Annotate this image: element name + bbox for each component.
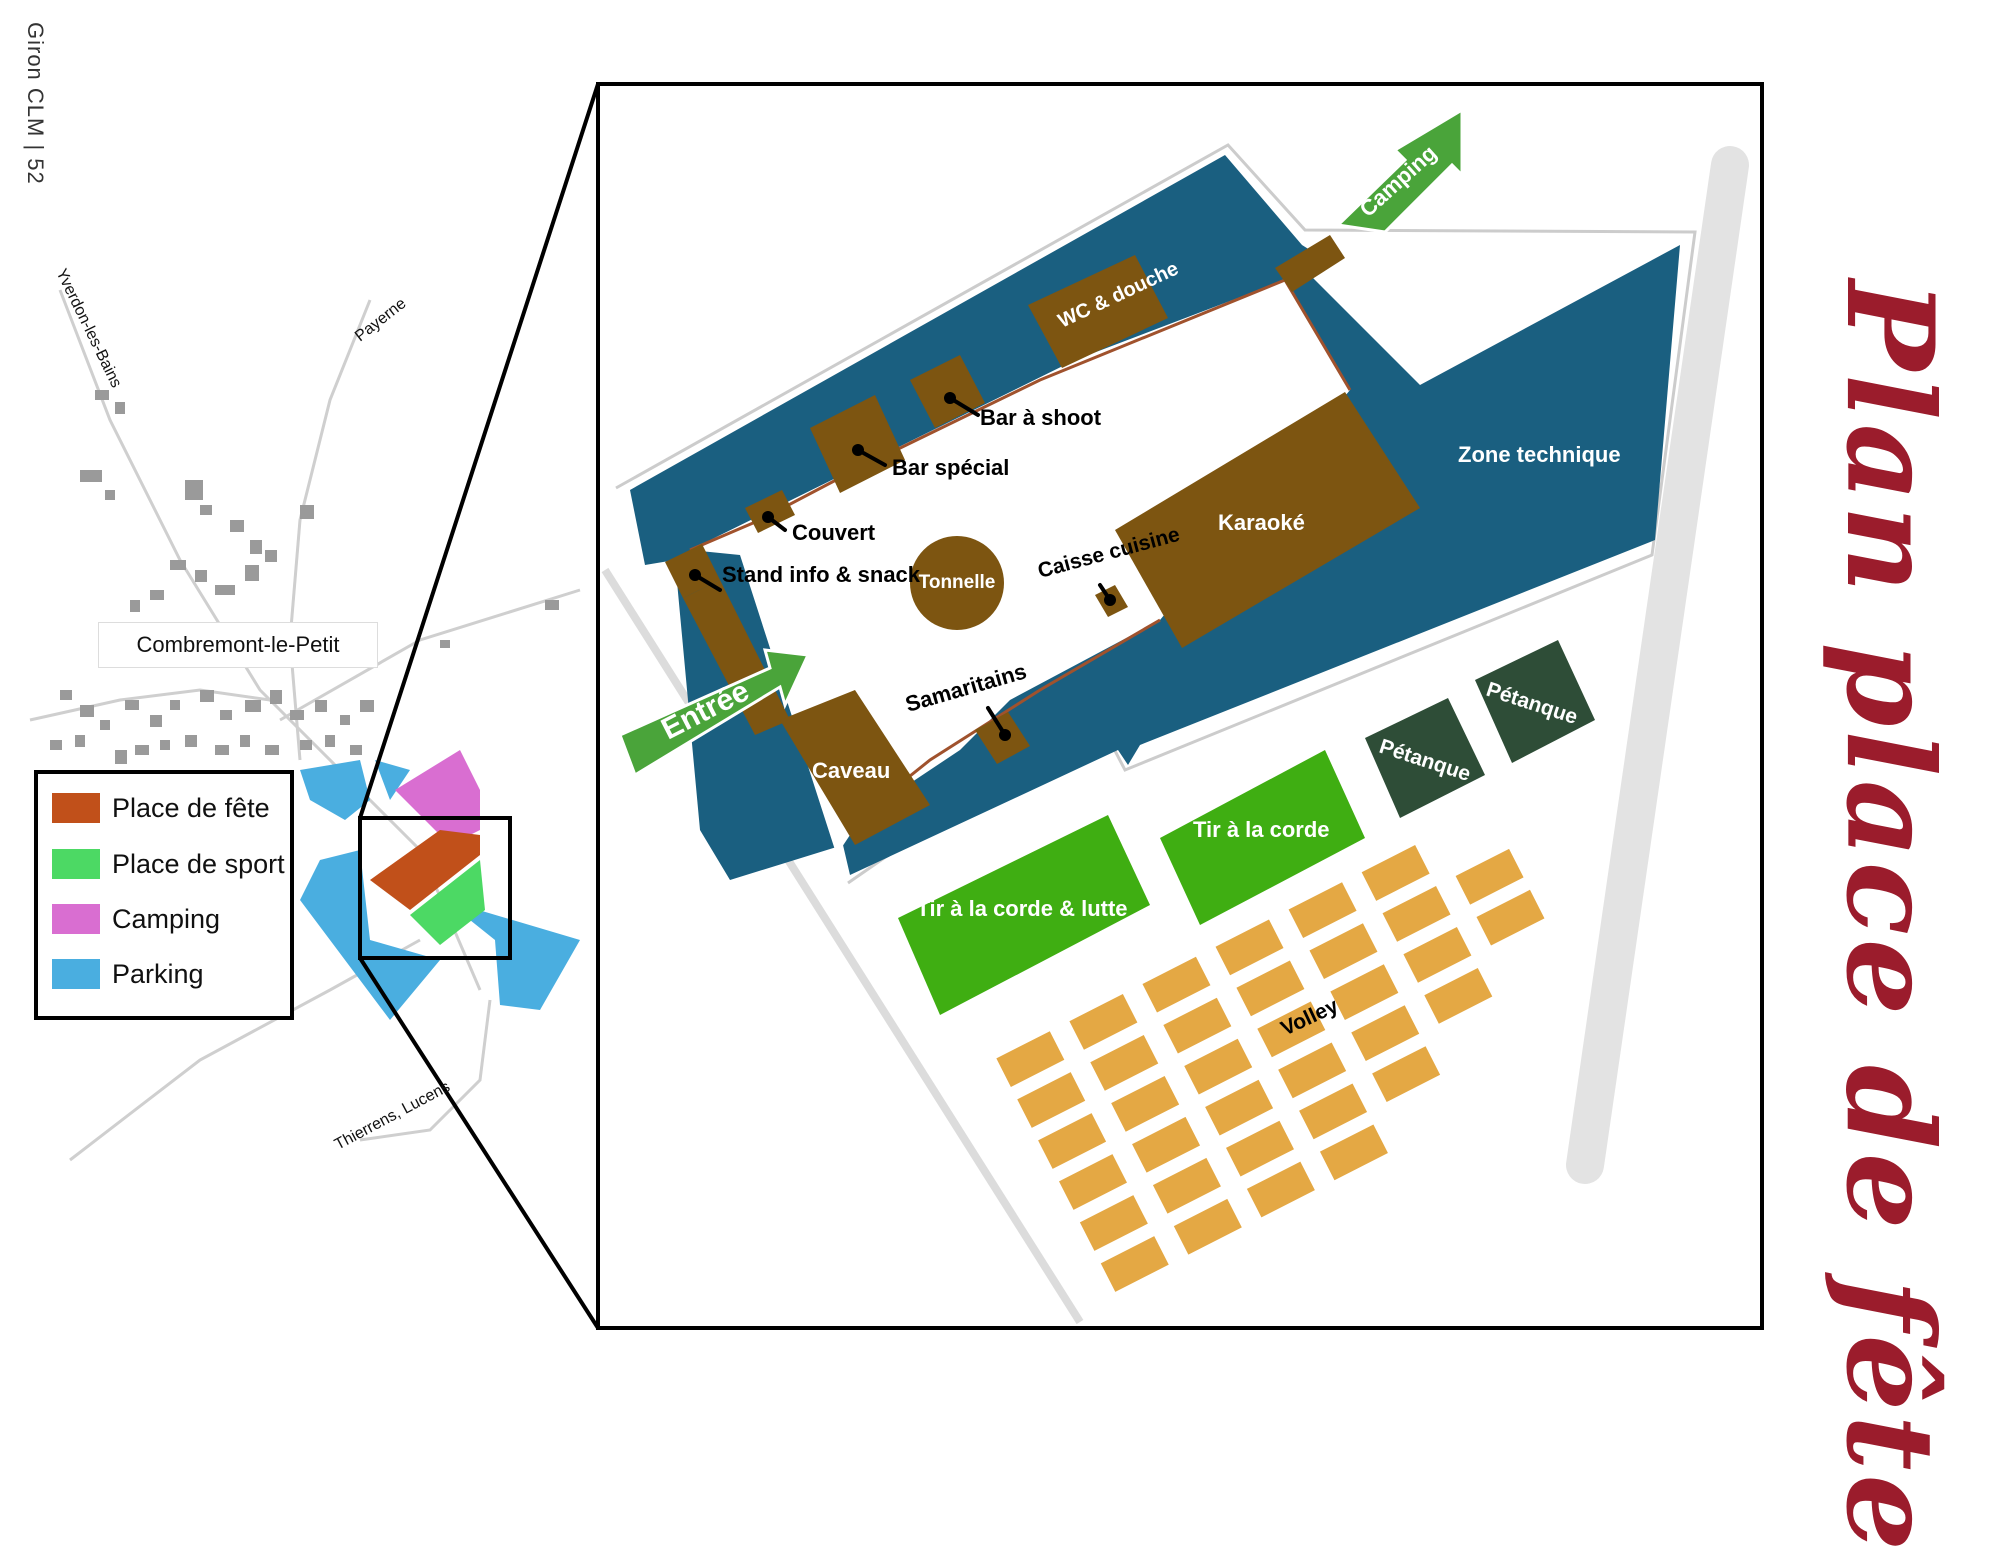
overview-map: Yverdon-les-Bains Payerne Thierrens, Luc… xyxy=(29,83,600,1330)
label-bar-special: Bar spécial xyxy=(892,455,1009,480)
label-stand-info: Stand info & snack xyxy=(722,562,921,587)
tonnelle xyxy=(910,536,1004,630)
service-road xyxy=(1566,146,1749,1184)
fete-zone xyxy=(370,830,480,910)
parking-zone xyxy=(300,850,440,1020)
label-zone-technique: Zone technique xyxy=(1458,442,1621,467)
legend-label: Place de sport xyxy=(112,848,285,879)
entree-arrow-icon xyxy=(618,648,811,778)
zoom-line xyxy=(358,83,600,819)
legend-label: Camping xyxy=(112,903,221,934)
camping-zone xyxy=(395,750,480,845)
label-bar-shoot: Bar à shoot xyxy=(980,405,1102,430)
legend-item-place-de-fete: Place de fête xyxy=(52,788,270,828)
festival-outline xyxy=(689,278,1352,552)
overview-zones xyxy=(300,750,580,1020)
label-tir-corde-lutte: Tir à la corde & lutte xyxy=(916,896,1127,921)
legend-item-place-de-sport: Place de sport xyxy=(52,844,285,884)
legend-swatch xyxy=(52,793,100,823)
petanque-field-2 xyxy=(1475,640,1595,763)
site-plan: Camping Entrée WC & douche Bar à shoot B… xyxy=(596,82,1764,1330)
label-couvert: Couvert xyxy=(792,520,876,545)
zoom-line xyxy=(358,956,600,1330)
legend-label: Parking xyxy=(112,958,204,989)
zoom-frame xyxy=(358,816,512,960)
wc-block xyxy=(1028,255,1168,368)
label-karaoke: Karaoké xyxy=(1218,510,1305,535)
legend-item-camping: Camping xyxy=(52,899,220,939)
legend-swatch xyxy=(52,959,100,989)
bar-special-block xyxy=(810,395,905,493)
camping-arrow-icon xyxy=(1334,107,1464,234)
town-label: Combremont-le-Petit xyxy=(98,622,378,668)
legend-label: Place de fête xyxy=(112,792,270,823)
overview-buildings xyxy=(50,390,559,764)
tir-corde-field xyxy=(1160,750,1365,925)
label-caveau: Caveau xyxy=(812,758,890,783)
volley-courts xyxy=(993,842,1548,1295)
karaoke-block xyxy=(1115,392,1420,648)
parking-zone xyxy=(375,760,410,800)
caveau-block xyxy=(780,690,930,845)
legend: Place de fête Place de sport Camping Par… xyxy=(34,770,294,1020)
tir-corde-lutte-field xyxy=(898,815,1150,1015)
petanque-field-1 xyxy=(1365,698,1485,818)
legend-item-parking: Parking xyxy=(52,954,204,994)
road xyxy=(601,567,1084,1325)
sport-zone xyxy=(410,860,485,945)
label-tir-corde: Tir à la corde xyxy=(1193,817,1330,842)
label-tonnelle: Tonnelle xyxy=(919,572,996,593)
parking-zone xyxy=(300,760,370,820)
legend-swatch xyxy=(52,904,100,934)
parking-zone xyxy=(445,900,580,1010)
camping-path xyxy=(1275,235,1345,292)
pointer-dots xyxy=(689,392,1116,741)
legend-swatch xyxy=(52,849,100,879)
